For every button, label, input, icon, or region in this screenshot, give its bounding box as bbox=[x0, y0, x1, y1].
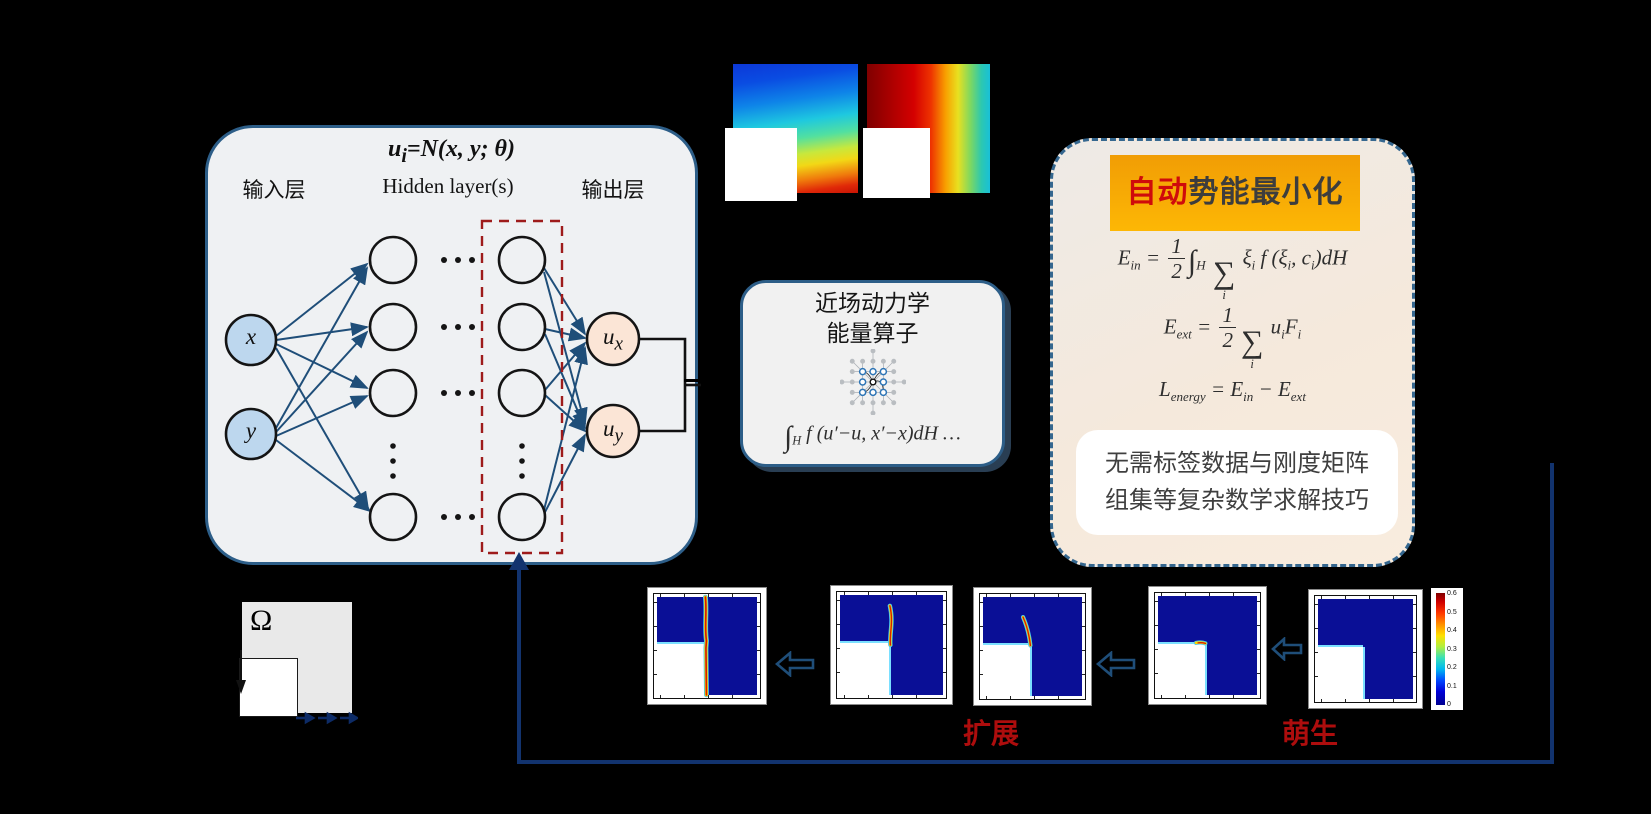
horizon-lattice-icon bbox=[840, 349, 906, 415]
minimization-header: 自动势能最小化 bbox=[1110, 155, 1360, 231]
colorbar-tick: 0 bbox=[1447, 701, 1451, 708]
sequence-arrow-2 bbox=[1096, 651, 1136, 677]
loop-horizontal-bottom bbox=[517, 760, 1554, 764]
energy-operator-title-line2: 能量算子 bbox=[826, 320, 919, 346]
field-notch-mask-left bbox=[725, 128, 797, 201]
colorbar-tick-labels: 0.6 0.5 0.4 0.3 0.2 0.1 0 bbox=[1447, 590, 1462, 708]
output-node-ux-label: ux bbox=[602, 324, 623, 355]
colorbar-tick: 0.4 bbox=[1447, 627, 1457, 634]
crack-plot-axes bbox=[836, 591, 947, 699]
energy-operator-box: 近场动力学 能量算子 bbox=[740, 280, 1005, 467]
crack-plot-mid-crack bbox=[973, 587, 1092, 706]
loop-vertical-right bbox=[1550, 463, 1554, 764]
colorbar-tick: 0.1 bbox=[1447, 682, 1457, 690]
crack-plot-initiation bbox=[1148, 586, 1267, 705]
colorbar-gradient bbox=[1436, 593, 1445, 705]
crack-plot-axes bbox=[653, 593, 761, 699]
colorbar-tick: 0.6 bbox=[1447, 590, 1457, 597]
input-node-x-label: x bbox=[245, 324, 257, 349]
nn-equation-title: ui=N(x, y; θ) bbox=[387, 136, 515, 167]
nn-graph bbox=[224, 219, 701, 555]
input-node-y-label: y bbox=[245, 418, 257, 443]
loop-arrowhead bbox=[509, 552, 529, 570]
omega-label: Ω bbox=[250, 604, 273, 637]
header-rest-text: 势能最小化 bbox=[1188, 176, 1344, 209]
neural-network-box: ui=N(x, y; θ) 输入层 Hidden layer(s) 输出层 bbox=[205, 125, 701, 565]
traction-arrows bbox=[296, 711, 358, 725]
energy-operator-title-line1: 近场动力学 bbox=[815, 290, 930, 316]
note-line2: 组集等复杂数学求解技巧 bbox=[1105, 487, 1369, 514]
output-node-uy-label: uy bbox=[602, 416, 623, 447]
crack-plot-axes bbox=[979, 593, 1086, 700]
note-line1: 无需标签数据与刚度矩阵 bbox=[1105, 450, 1369, 477]
crack-plot-axes bbox=[1154, 592, 1261, 699]
header-highlight-text: 自动 bbox=[1126, 176, 1189, 209]
nn-nodes bbox=[224, 235, 641, 542]
propagation-label: 扩展 bbox=[962, 718, 1019, 749]
crack-path-long bbox=[887, 603, 894, 648]
crack-plot-axes bbox=[1314, 595, 1417, 703]
initiation-label: 萌生 bbox=[1281, 718, 1338, 749]
bracket-connector-line bbox=[684, 379, 740, 382]
output-bracket bbox=[639, 337, 701, 433]
crack-path-full bbox=[702, 594, 709, 698]
output-wires bbox=[543, 267, 588, 515]
colorbar-tick: 0.5 bbox=[1447, 608, 1457, 616]
colorbar-tick: 0.3 bbox=[1447, 645, 1457, 653]
crack-path-mid bbox=[1020, 615, 1033, 648]
output-layer-label: 输出层 bbox=[581, 179, 645, 202]
input-layer-label: 输入层 bbox=[242, 179, 306, 202]
sequence-arrow-1 bbox=[775, 651, 815, 677]
ellipsis-dots bbox=[390, 257, 525, 520]
input-wires bbox=[275, 262, 372, 513]
bond-energy-formula: ∫H f (u′−u, x′−x)dH … bbox=[784, 421, 961, 453]
colorbar-tick: 0.2 bbox=[1447, 664, 1457, 671]
hidden-layer-label: Hidden layer(s) bbox=[382, 174, 514, 198]
crack-plot-pristine bbox=[1308, 589, 1423, 709]
energy-loss-formula: Lenergy = Ein − Eext bbox=[1159, 377, 1306, 405]
crack-plot-full-propagation bbox=[647, 587, 767, 705]
loop-vertical-left bbox=[517, 568, 521, 762]
fixed-edge-arrow bbox=[236, 650, 246, 694]
crack-plot-long-crack bbox=[830, 585, 953, 705]
sequence-arrow-3 bbox=[1271, 637, 1303, 661]
crack-path-initiation bbox=[1193, 640, 1208, 646]
omega-notch-square bbox=[239, 658, 298, 717]
colorbar: 0.6 0.5 0.4 0.3 0.2 0.1 0 bbox=[1431, 588, 1463, 710]
field-notch-mask-right bbox=[863, 128, 930, 198]
no-label-data-note: 无需标签数据与刚度矩阵 组集等复杂数学求解技巧 bbox=[1076, 430, 1398, 535]
